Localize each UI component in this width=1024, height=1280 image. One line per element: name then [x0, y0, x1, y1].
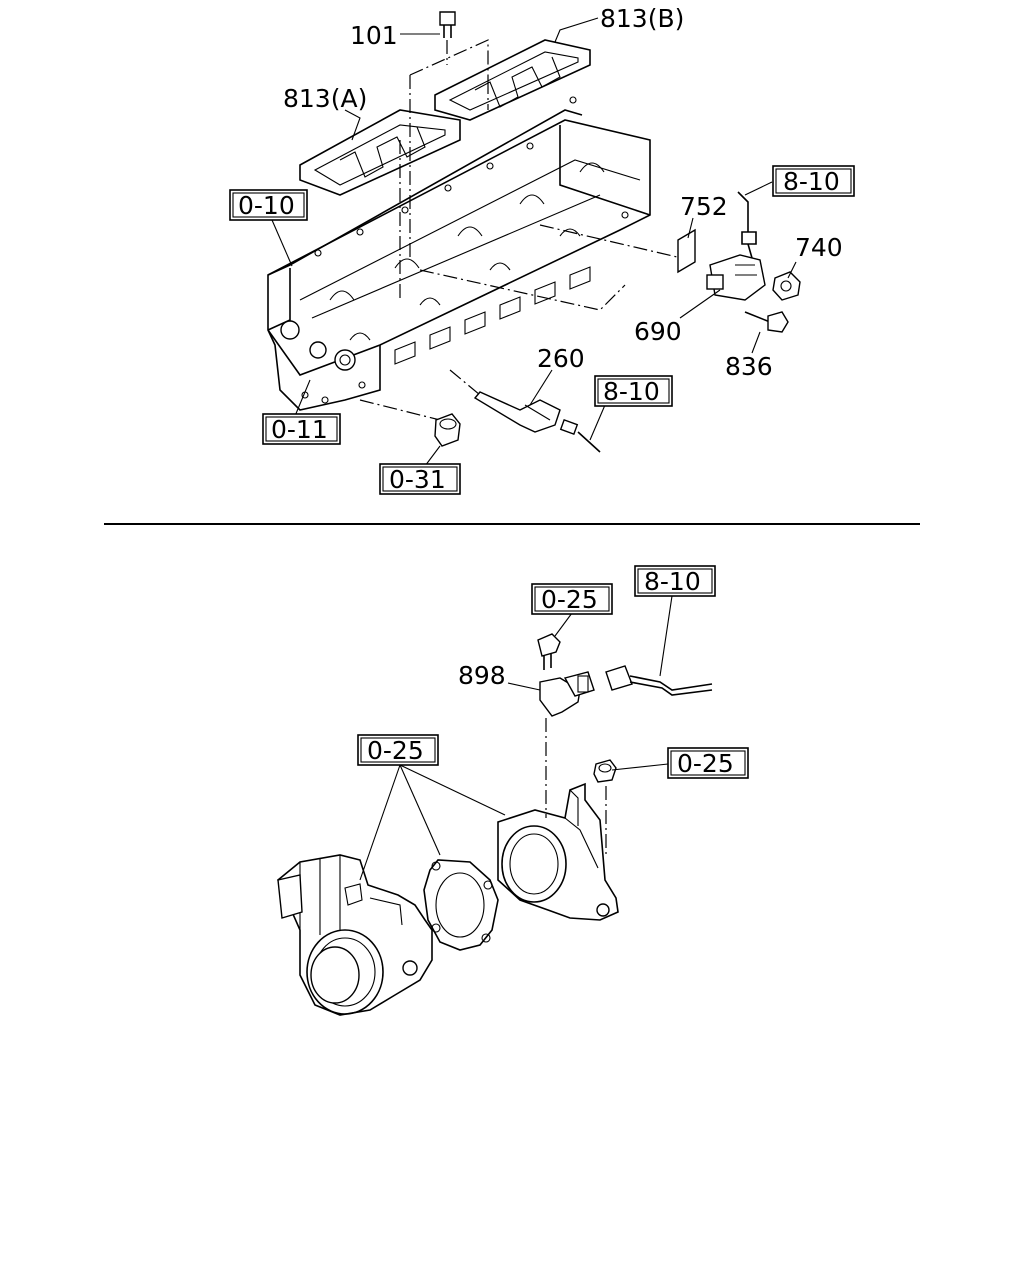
- label-836: 836: [725, 352, 773, 381]
- svg-text:0-25: 0-25: [367, 736, 424, 765]
- svg-text:8-10: 8-10: [603, 377, 660, 406]
- svg-text:0-10: 0-10: [238, 191, 295, 220]
- plug-0-31-drawing: [434, 413, 461, 447]
- ref-box-8-10-lower: 8-10: [634, 565, 716, 597]
- sensor-260-drawing: [473, 391, 601, 453]
- svg-text:0-31: 0-31: [389, 465, 446, 494]
- harness-connector-drawing: [605, 665, 713, 696]
- ref-box-0-11: 0-11: [262, 413, 341, 445]
- svg-text:0-25: 0-25: [677, 749, 734, 778]
- nut-740-drawing: [772, 271, 801, 301]
- throttle-body-drawing: [277, 854, 433, 1016]
- sensor-690-drawing: [677, 228, 766, 301]
- ref-box-0-25-bolt: 0-25: [531, 583, 613, 615]
- ref-box-0-25-left: 0-25: [357, 734, 439, 766]
- label-813b: 813(B): [600, 4, 684, 33]
- bolt-0-25-drawing: [537, 633, 561, 670]
- label-898: 898: [458, 661, 506, 690]
- gasket-813b-drawing: [434, 39, 591, 121]
- svg-text:0-11: 0-11: [271, 415, 328, 444]
- label-740: 740: [795, 233, 843, 262]
- ref-box-8-10-mid: 8-10: [594, 375, 673, 407]
- ref-box-0-31: 0-31: [379, 463, 461, 495]
- ref-box-0-10: 0-10: [229, 189, 308, 221]
- svg-text:8-10: 8-10: [783, 167, 840, 196]
- svg-text:8-10: 8-10: [644, 567, 701, 596]
- ref-box-0-25-nut: 0-25: [667, 747, 749, 779]
- cylinder-head-drawing: [267, 96, 651, 411]
- bolt-836-drawing: [744, 311, 789, 333]
- label-813a: 813(A): [283, 84, 367, 113]
- nut-0-25-drawing: [593, 759, 617, 783]
- label-101: 101: [350, 21, 398, 50]
- label-690: 690: [634, 317, 682, 346]
- ref-box-8-10-top: 8-10: [772, 165, 855, 197]
- label-752: 752: [680, 192, 728, 221]
- sensor-898-drawing: [539, 671, 595, 717]
- intake-adapter-drawing: [497, 782, 619, 921]
- gasket-813a-drawing: [299, 109, 461, 196]
- bolt-101-drawing: [439, 11, 456, 65]
- label-260: 260: [537, 344, 585, 373]
- throttle-gasket-drawing: [423, 859, 499, 951]
- svg-text:0-25: 0-25: [541, 585, 598, 614]
